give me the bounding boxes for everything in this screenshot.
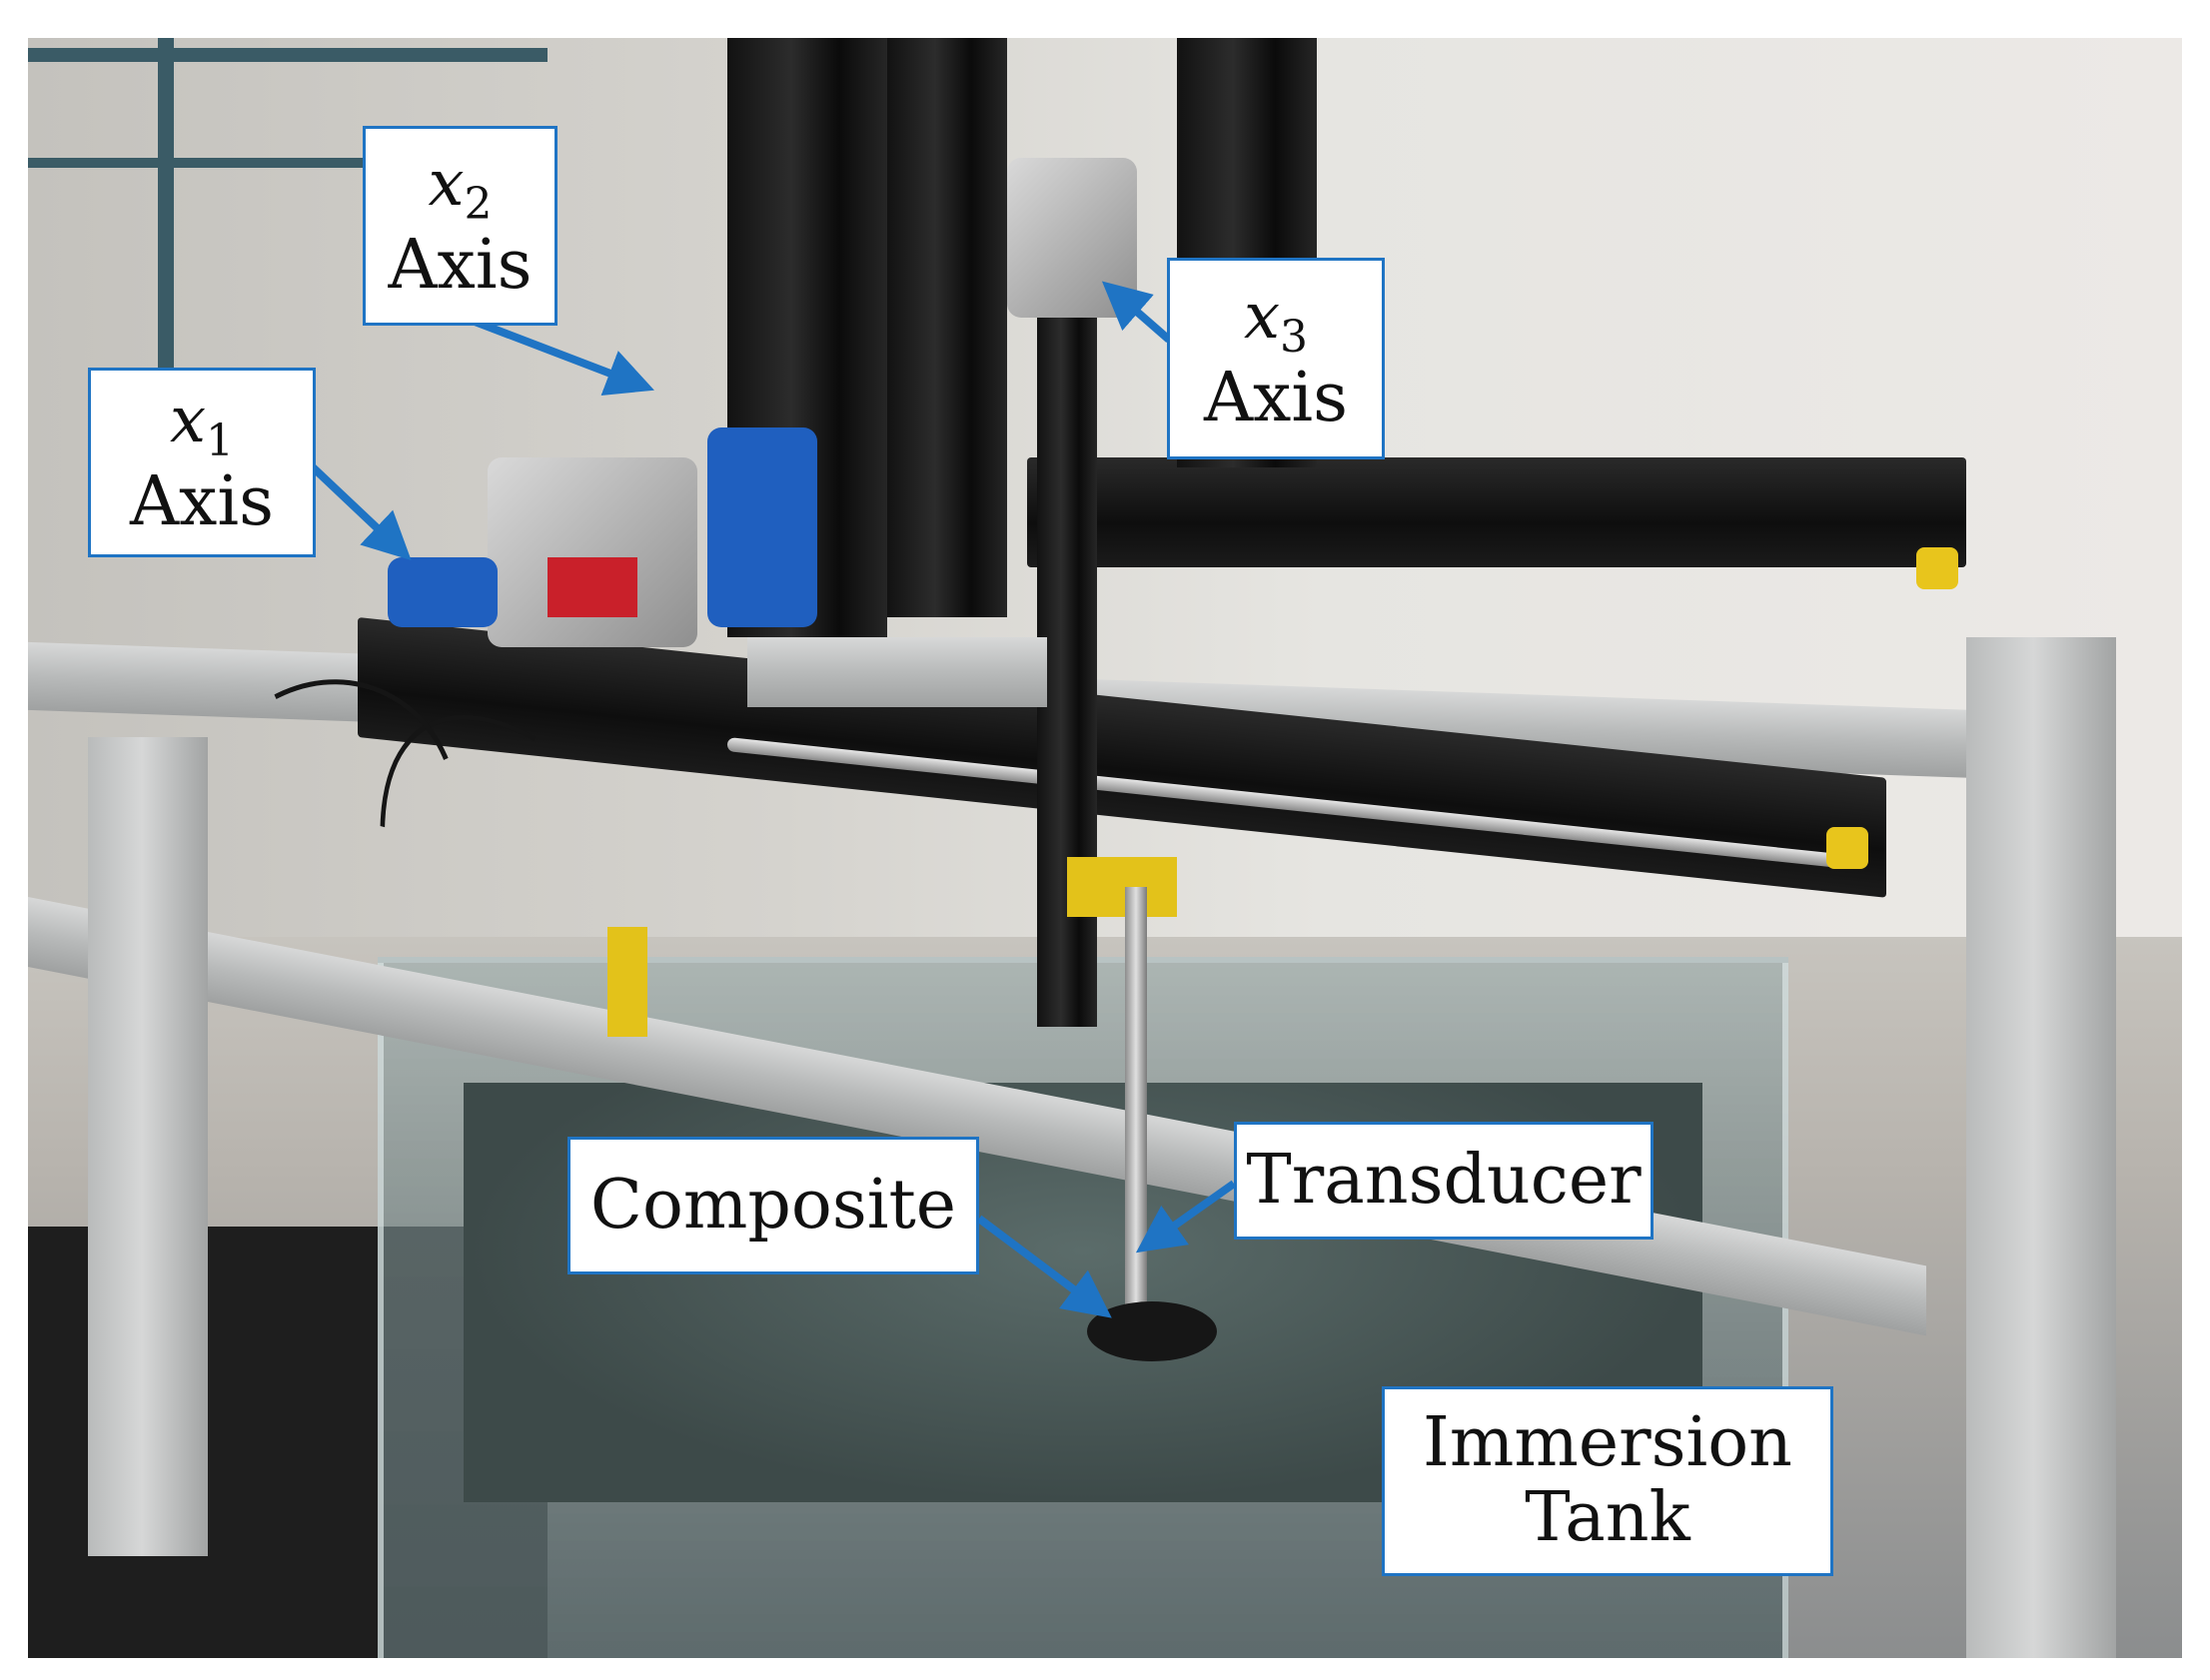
yellow-bracket <box>1067 857 1177 917</box>
shelf-post <box>158 38 174 418</box>
motor-label <box>548 557 637 617</box>
x3-axis-word: Axis <box>1203 358 1349 437</box>
gantry-photo <box>28 38 2182 1658</box>
x1-rail-back <box>1027 457 1966 567</box>
transducer-rod <box>1125 887 1147 1316</box>
yellow-bracket <box>607 927 647 1037</box>
stepper-motor-x3 <box>1007 158 1137 318</box>
x2-axis-label: x2 Axis <box>363 126 557 326</box>
immersion-tank-line2: Tank <box>1525 1478 1690 1557</box>
rail-endcap <box>1916 547 1958 589</box>
blue-coupler <box>388 557 498 627</box>
x1-axis-symbol: x1 <box>169 383 235 466</box>
x2-axis-word: Axis <box>388 225 533 305</box>
carriage-plate <box>747 637 1047 707</box>
shelf-bar <box>28 48 548 62</box>
composite-sample <box>1087 1301 1217 1361</box>
rail-endcap <box>1826 827 1868 869</box>
x1-axis-word: Axis <box>129 461 275 541</box>
x3-axis-label: x3 Axis <box>1167 258 1385 459</box>
x3-axis-symbol: x3 <box>1243 279 1309 363</box>
transducer-label-text: Transducer <box>1246 1140 1642 1220</box>
x1-axis-label: x1 Axis <box>88 368 316 557</box>
shelf-bar <box>28 158 488 168</box>
blue-coupler <box>707 427 817 627</box>
immersion-tank-line1: Immersion <box>1423 1403 1792 1483</box>
composite-label: Composite <box>567 1137 979 1274</box>
x2-axis-symbol: x2 <box>428 146 493 230</box>
stepper-motor-x1 <box>488 457 697 647</box>
transducer-label: Transducer <box>1234 1122 1654 1240</box>
frame-right-leg <box>1966 637 2116 1658</box>
frame-left-leg <box>88 737 208 1556</box>
x2-column <box>887 38 1007 617</box>
immersion-tank-label: Immersion Tank <box>1382 1386 1833 1576</box>
composite-label-text: Composite <box>589 1165 957 1245</box>
